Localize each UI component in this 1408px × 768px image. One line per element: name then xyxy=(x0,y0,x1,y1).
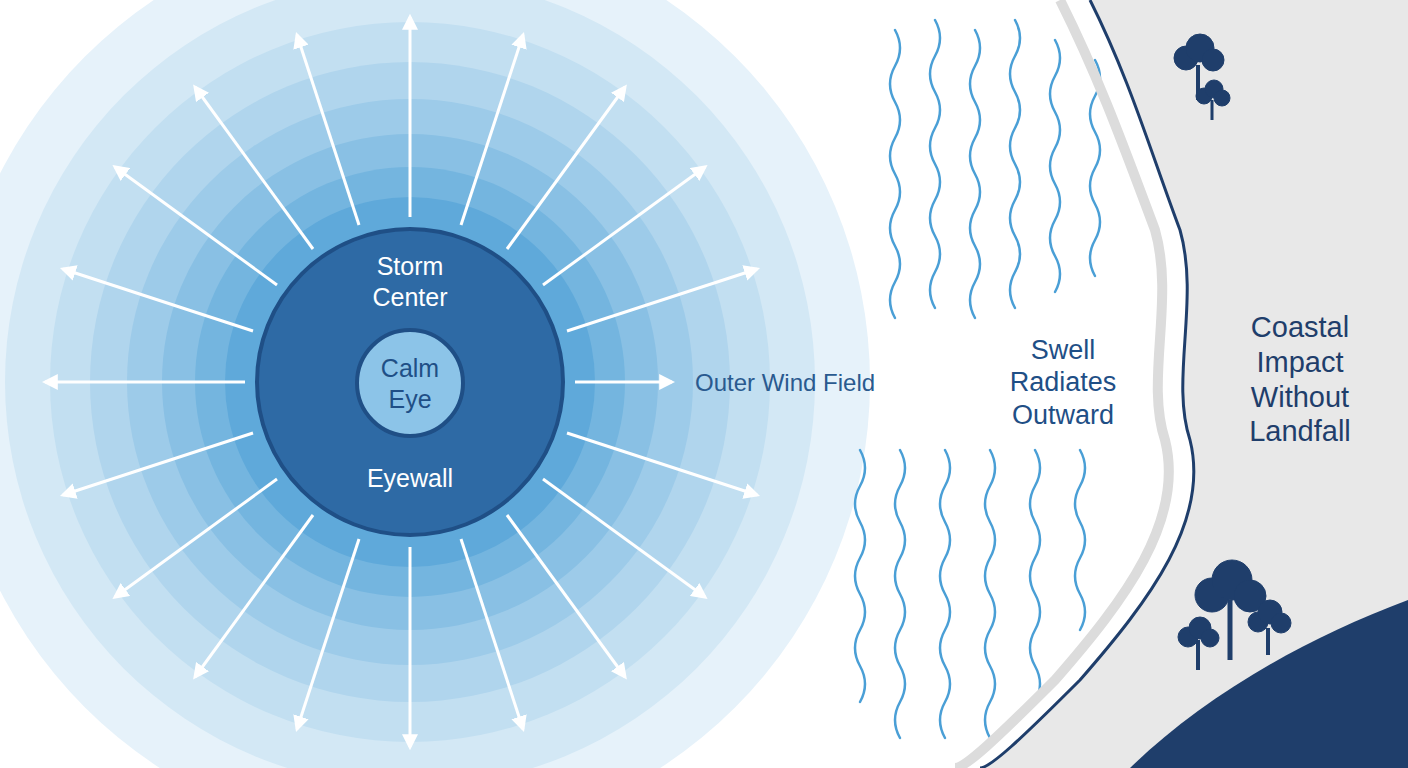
annotation-label: Coastal Impact Without Landfall xyxy=(1225,310,1375,449)
node-text: Calm Eye xyxy=(370,353,450,416)
storm-circle: Storm CenterEyewall Calm Eye xyxy=(255,227,565,537)
wind-arrows xyxy=(45,17,757,747)
circle-shape xyxy=(257,229,563,535)
circle-shape xyxy=(357,330,463,436)
circle-outline xyxy=(355,328,465,438)
annotation-label: Swell Radiates Outward xyxy=(1003,334,1123,431)
annotation-label: Outer Wind Field xyxy=(695,369,935,398)
node-text: Storm Center xyxy=(355,251,465,314)
node-text: Eyewall xyxy=(340,463,480,494)
eye-circle: Calm Eye xyxy=(355,328,465,438)
coastline xyxy=(955,0,1408,768)
